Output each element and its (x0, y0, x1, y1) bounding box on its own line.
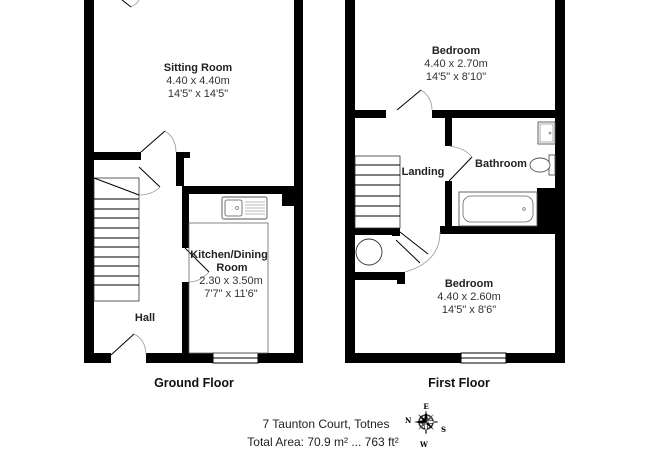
wall (445, 181, 452, 231)
first-floor-label: First Floor (428, 376, 490, 390)
kitchen-metric: 2.30 x 3.50m (199, 275, 263, 287)
sitting-room-door (140, 130, 177, 153)
wall (258, 353, 303, 363)
basin-icon (537, 121, 556, 145)
compass-w: W (419, 440, 428, 449)
wall (84, 0, 94, 160)
wall (84, 353, 111, 363)
wall (176, 152, 190, 158)
wall (432, 110, 565, 118)
wall (440, 226, 565, 234)
bedroom2-name: Bedroom (445, 278, 494, 290)
bedroom1-imperial: 14'5" x 8'10" (426, 71, 486, 83)
wall (84, 152, 94, 362)
landing-name: Landing (402, 166, 445, 178)
bedroom-door (396, 89, 433, 111)
wall (345, 110, 386, 118)
kitchen-imperial: 7'7" x 11'6" (204, 288, 257, 300)
total-area: Total Area: 70.9 m² ... 763 ft² (247, 435, 398, 449)
hot-water-cylinder-icon (355, 238, 383, 266)
wall (345, 272, 405, 280)
wall (345, 228, 400, 235)
window (212, 352, 259, 364)
compass-e: E (423, 402, 428, 411)
bedroom1-name: Bedroom (432, 45, 481, 57)
wall (537, 188, 565, 231)
compass-s: S (441, 425, 446, 434)
bedroom1-metric: 4.40 x 2.70m (424, 58, 488, 70)
kitchen-name-line2: Room (216, 262, 247, 274)
wall (506, 353, 565, 363)
sitting-room-imperial: 14'5" x 14'5" (168, 88, 228, 100)
bathroom-door (448, 145, 473, 182)
wall (294, 0, 303, 190)
wall (84, 152, 141, 160)
window (460, 352, 507, 364)
wall (345, 353, 461, 363)
compass-icon (414, 410, 439, 435)
wall (182, 186, 303, 194)
toilet-icon (529, 154, 556, 176)
hall-name: Hall (135, 312, 155, 324)
first-floor-stairs (354, 155, 401, 229)
wall (176, 152, 184, 186)
front-door (110, 333, 147, 356)
sink-icon (221, 196, 268, 220)
ground-floor-plan: Sitting Room 4.40 x 4.40m 14'5" x 14'5" … (84, 0, 303, 390)
wall (146, 353, 213, 363)
wall (294, 186, 303, 362)
hall-cupboard-door (138, 166, 161, 196)
wall (397, 272, 405, 284)
compass-n: N (405, 416, 412, 425)
wall (345, 0, 355, 363)
door (121, 0, 132, 8)
ground-floor-stairs (93, 177, 140, 302)
bedroom2-imperial: 14'5" x 8'6" (442, 304, 496, 316)
door-arc (130, 0, 140, 8)
wall (555, 0, 565, 363)
wall (182, 186, 189, 248)
wall (392, 228, 400, 236)
cupboard-door (395, 231, 441, 273)
property-address: 7 Taunton Court, Totnes (263, 417, 390, 431)
kitchen-worktop (188, 222, 269, 354)
bath-icon (458, 191, 538, 227)
ground-floor-label: Ground Floor (154, 376, 234, 390)
wall (445, 110, 452, 146)
first-floor-plan: Bedroom 4.40 x 2.70m 14'5" x 8'10" Landi… (345, 0, 565, 390)
bedroom2-metric: 4.40 x 2.60m (437, 291, 501, 303)
sitting-room-metric: 4.40 x 4.40m (166, 75, 230, 87)
kitchen-name-line1: Kitchen/Dining (190, 249, 268, 261)
bathroom-name: Bathroom (475, 158, 527, 170)
wall (182, 282, 189, 362)
sitting-room-name: Sitting Room (164, 62, 233, 74)
